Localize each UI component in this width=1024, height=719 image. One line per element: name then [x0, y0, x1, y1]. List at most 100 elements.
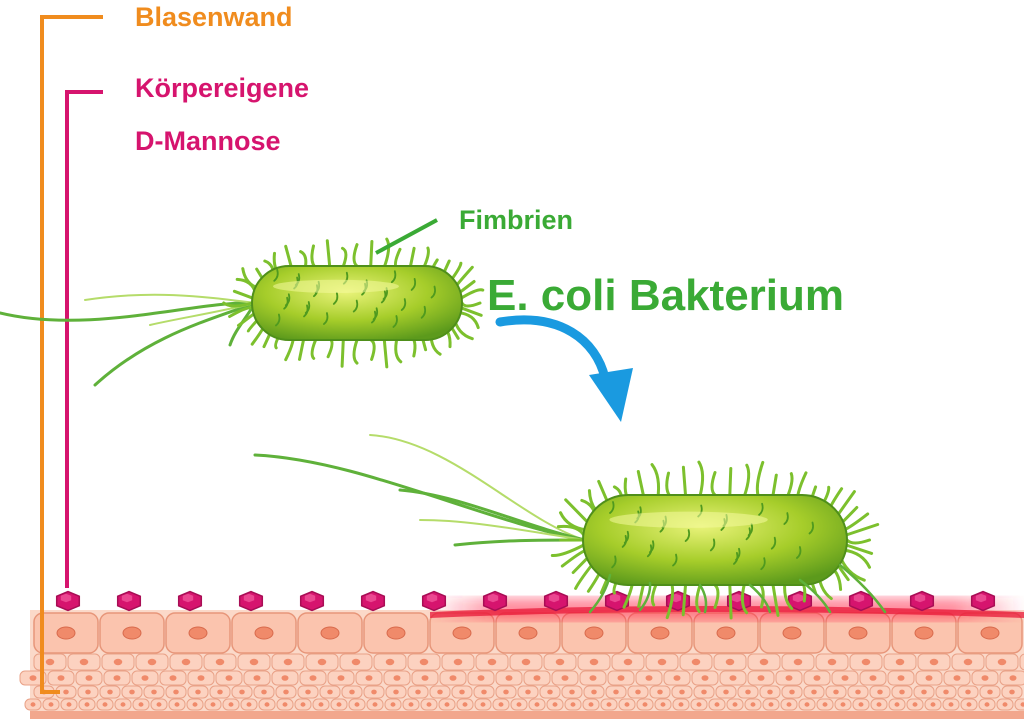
fimbria [352, 338, 359, 365]
flagellum [419, 519, 586, 541]
epithelial-cell-small [135, 653, 169, 671]
epithelial-cell-small [924, 698, 942, 711]
epithelial-cell-small [67, 653, 101, 671]
epithelial-cell-small [33, 653, 67, 671]
epithelial-cell-small [825, 685, 847, 699]
inflamed-surface [430, 606, 1024, 618]
epithelial-cell-small [96, 698, 114, 711]
epithelial-cell-small [605, 685, 627, 699]
flagellum [93, 301, 257, 387]
epithelial-cell-small [132, 698, 150, 711]
epithelial-cell-small [708, 698, 726, 711]
epithelial-cell-small [341, 685, 363, 699]
fimbria [222, 301, 254, 308]
epithelial-cell-small [847, 685, 869, 699]
epithelial-cell-small [957, 685, 979, 699]
epithelial-cell-small [618, 698, 636, 711]
epithelial-cell-small [719, 670, 747, 686]
flagellum [0, 301, 257, 322]
epithelial-cell-small [438, 698, 456, 711]
epithelial-cell-small [935, 685, 957, 699]
epithelial-cell-small [276, 698, 294, 711]
fimbria [382, 337, 389, 369]
fimbria [681, 465, 688, 498]
fimbria [681, 582, 688, 617]
epithelial-cell-small [209, 685, 231, 699]
anchoring-fimbria [638, 581, 652, 612]
mannose-molecule-icon [848, 590, 874, 612]
epithelial-cell-small [429, 685, 451, 699]
fimbria [728, 467, 733, 497]
epithelial-cell-small [373, 653, 407, 671]
epithelial-cell-small [996, 698, 1014, 711]
epithelial-cell-small [420, 698, 438, 711]
epithelial-cell-small [815, 653, 849, 671]
epithelial-cell-small [319, 685, 341, 699]
epithelial-cell-small [159, 670, 187, 686]
fimbria [460, 301, 482, 308]
flagellum [369, 434, 586, 541]
epithelial-cell-small [439, 670, 467, 686]
fimbria [742, 463, 751, 498]
epithelial-cell-small [77, 685, 99, 699]
epithelial-cell-small [407, 685, 429, 699]
epithelial-cell-small [780, 698, 798, 711]
epithelial-cell-small [803, 670, 831, 686]
epithelial-cell-small [474, 698, 492, 711]
epithelial-cell-small [275, 685, 297, 699]
epithelial-cell-small [103, 670, 131, 686]
epithelial-cell-small [271, 653, 305, 671]
epithelial-cell-small [363, 685, 385, 699]
epithelial-cell-small [551, 670, 579, 686]
epithelial-cell-small [971, 670, 999, 686]
epithelial-cell-small [942, 698, 960, 711]
epithelial-cell-small [402, 698, 420, 711]
epithelial-cell-small [943, 670, 971, 686]
mannose-bracket [65, 90, 103, 588]
epithelial-cell-small [383, 670, 411, 686]
epithelial-cell-small [672, 698, 690, 711]
fimbria [697, 460, 705, 497]
epithelial-cell-small [451, 685, 473, 699]
mannose-label-line1: Körpereigene [135, 73, 309, 103]
epithelial-cell-small [645, 653, 679, 671]
mannose-molecule-icon [909, 590, 935, 612]
epithelial-cells [19, 612, 1024, 719]
anchoring-fimbria [838, 563, 887, 614]
epithelial-cell-small [231, 685, 253, 699]
epithelial-cell-small [492, 698, 510, 711]
mannose-molecule-icon [360, 590, 386, 612]
bladder-wall-tissue [19, 590, 1024, 719]
epithelial-cell-small [607, 670, 635, 686]
epithelial-cell-small [441, 653, 475, 671]
fimbriae-label: Fimbrien [459, 205, 573, 235]
epithelial-cell-small [1019, 653, 1024, 671]
epithelial-cell-small [715, 685, 737, 699]
epithelial-cell-small [726, 698, 744, 711]
epithelial-cell-small [985, 653, 1019, 671]
epithelial-cell-small [978, 698, 996, 711]
fimbria [728, 583, 733, 620]
epithelial-cell-small [203, 653, 237, 671]
epithelial-cell-small [169, 653, 203, 671]
mannose-molecule-icon [970, 590, 996, 612]
fimbria [382, 237, 391, 269]
epithelial-cell-small [121, 685, 143, 699]
epithelial-cell-small [327, 670, 355, 686]
bladder-wall-bracket [40, 15, 103, 694]
epithelial-cell-small [951, 653, 985, 671]
mannose-molecule-icon [543, 590, 569, 612]
epithelial-cell-small [635, 670, 663, 686]
epithelial-cell-small [654, 698, 672, 711]
anchoring-fimbria [698, 583, 708, 614]
epithelial-cell-small [78, 698, 96, 711]
epithelial-cell-small [759, 685, 781, 699]
fimbria [710, 471, 717, 497]
epithelial-cell-small [305, 653, 339, 671]
epithelial-cell-small [600, 698, 618, 711]
epithelial-cell-small [960, 698, 978, 711]
epithelial-cell-small [355, 670, 383, 686]
epithelial-cell-small [509, 653, 543, 671]
epithelial-cell-small [747, 670, 775, 686]
epithelial-cell-small [131, 670, 159, 686]
